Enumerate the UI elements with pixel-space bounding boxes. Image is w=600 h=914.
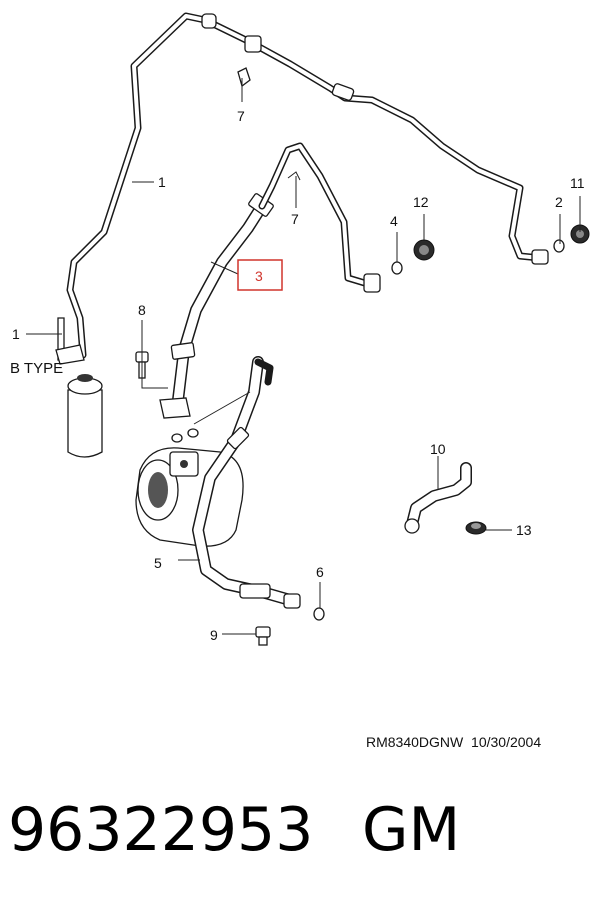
drawing-id: RM8340DGNW [366,734,464,750]
liquid-pipe-part-1 [66,12,549,359]
callout-7-top: 7 [237,108,245,124]
callout-labels: 1 1 B TYPE 7 7 4 12 2 11 3 8 5 6 9 10 13 [10,108,585,643]
callout-4: 4 [390,213,398,229]
callout-3-highlight-box [237,259,283,291]
hose-part-5 [192,356,325,621]
cap-part-11 [570,224,590,244]
part-number: 96322953 [8,795,314,865]
o-ring-part-4 [391,261,403,275]
callout-1-top: 1 [158,174,166,190]
callout-9: 9 [210,627,218,643]
bolt-part-9 [255,626,271,646]
callout-7-mid: 7 [291,211,299,227]
receiver-dryer [55,317,103,458]
callout-11: 11 [570,175,585,191]
cap-part-12 [413,239,435,261]
hose-part-3 [159,142,381,419]
leader-lines [26,78,581,635]
clip-part-7-top [237,67,251,88]
clip-part-7-mid [287,171,301,181]
o-ring-part-2 [553,239,565,253]
drawing-date: 10/30/2004 [471,734,542,750]
tube-part-10 [404,462,472,534]
callout-12: 12 [413,194,429,210]
callout-10: 10 [430,441,446,457]
callout-5: 5 [154,555,162,571]
drawing-stamp: RM8340DGNW 10/30/2004 [366,734,541,750]
callout-2: 2 [555,194,563,210]
callout-3: 3 [255,268,263,284]
callout-13: 13 [516,522,532,538]
brand-name: GM [362,795,461,865]
callout-6: 6 [316,564,324,580]
b-type-label: B TYPE [10,360,63,377]
callout-8: 8 [138,302,146,318]
grommet-part-13 [465,521,487,535]
callout-1-left: 1 [12,326,20,342]
